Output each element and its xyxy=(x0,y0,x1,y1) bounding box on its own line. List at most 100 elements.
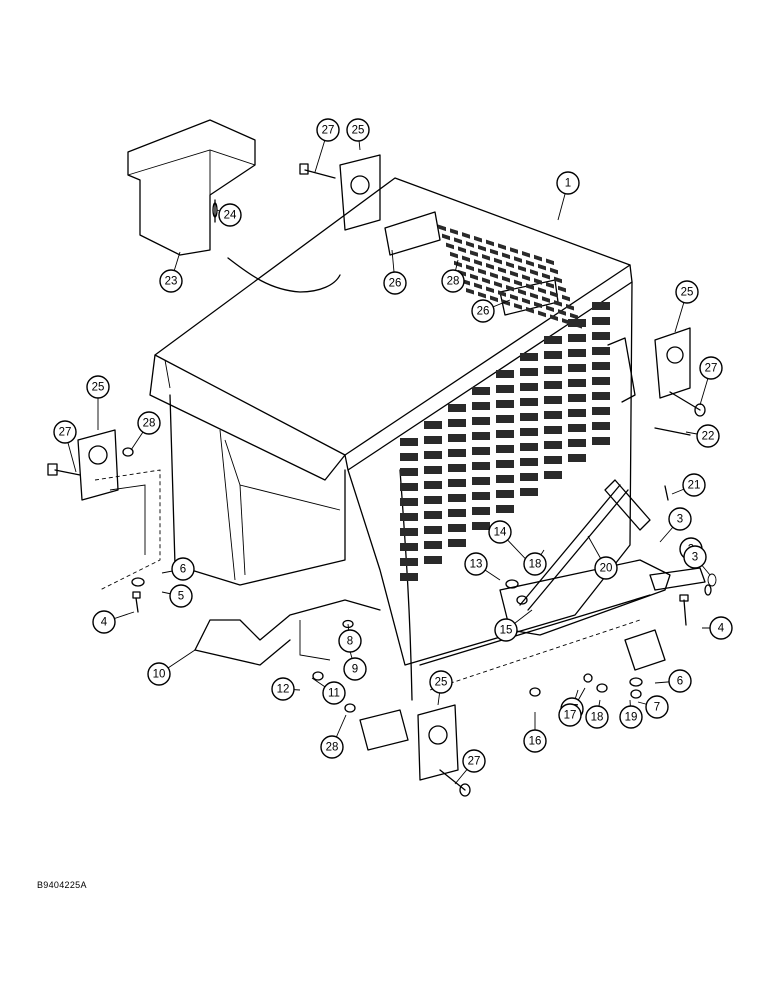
vent-slot xyxy=(466,241,474,248)
vent-slot xyxy=(510,294,518,301)
callout-label: 28 xyxy=(326,742,339,754)
vent-slot xyxy=(470,273,478,281)
callout-25: 25 xyxy=(346,118,370,142)
grille-slot xyxy=(448,494,466,502)
callout-label: 27 xyxy=(59,427,72,439)
vent-slot xyxy=(502,252,510,260)
vent-slot xyxy=(546,281,554,289)
vent-slot xyxy=(486,239,494,247)
callout-27: 27 xyxy=(699,356,723,380)
grille-slot xyxy=(472,522,490,530)
callout-label: 28 xyxy=(143,418,156,430)
callout-label: 26 xyxy=(477,306,490,318)
callout-label: 27 xyxy=(468,756,481,768)
callout-15: 15 xyxy=(494,618,518,642)
grille-slot xyxy=(496,505,514,513)
callout-label: 25 xyxy=(435,677,448,689)
grille-slot xyxy=(400,438,418,446)
vent-slot xyxy=(494,281,502,288)
callout-8: 8 xyxy=(338,629,362,653)
callout-label: 10 xyxy=(153,669,166,681)
grille-slot xyxy=(520,413,538,421)
grille-slot xyxy=(592,407,610,415)
bolt-27-bottom xyxy=(439,769,471,797)
callout-26: 26 xyxy=(383,271,407,295)
vent-slot xyxy=(478,291,486,299)
bolt-27-left xyxy=(47,463,81,476)
grille-slot xyxy=(400,468,418,476)
grille-slot xyxy=(400,558,418,566)
vent-slot xyxy=(446,242,454,250)
grille-slot xyxy=(424,511,442,519)
vent-slot xyxy=(534,254,542,262)
grille-slot xyxy=(448,404,466,412)
callout-label: 7 xyxy=(654,702,660,714)
callout-20: 20 xyxy=(594,556,618,580)
grille-slot xyxy=(472,507,490,515)
vent-slot xyxy=(554,300,562,307)
vent-slot xyxy=(530,269,538,276)
vent-slot xyxy=(506,284,514,292)
vent-slot xyxy=(502,275,510,283)
figure-code: B9404225A xyxy=(37,880,87,890)
grille-slot xyxy=(544,456,562,464)
grille-slot xyxy=(424,466,442,474)
grille-slot xyxy=(448,434,466,442)
pin-22 xyxy=(654,427,691,436)
grille-slot xyxy=(520,383,538,391)
bolt-27-right xyxy=(669,391,706,417)
grille-slot xyxy=(544,441,562,449)
grille-slot xyxy=(400,573,418,581)
callout-11: 11 xyxy=(322,681,346,705)
callout-3: 3 xyxy=(668,507,692,531)
vent-slot xyxy=(502,299,510,306)
vent-slot xyxy=(550,267,558,275)
grille-slot xyxy=(592,332,610,340)
grille-slot xyxy=(448,449,466,457)
grille-slot xyxy=(472,447,490,455)
vent-slot xyxy=(478,244,486,252)
grille-slot xyxy=(544,336,562,344)
vent-slot xyxy=(486,286,494,294)
grille-slot xyxy=(472,387,490,395)
callout-label: 13 xyxy=(470,559,483,571)
grille-slot xyxy=(400,483,418,491)
grille-slot xyxy=(472,402,490,410)
vent-slot xyxy=(530,292,538,300)
pin-2 xyxy=(649,567,717,591)
grille-slot xyxy=(448,464,466,472)
grille-slot xyxy=(520,428,538,436)
grille-slot xyxy=(424,526,442,534)
washer-nut-stack xyxy=(122,447,712,713)
grille-slot xyxy=(520,473,538,481)
grille-slot xyxy=(568,349,586,357)
callout-balloons: 1233445667891011121314151617171818192021… xyxy=(53,118,733,773)
vent-slot xyxy=(498,290,506,297)
vent-slot xyxy=(534,278,542,285)
callout-label: 14 xyxy=(494,527,507,539)
callout-label: 25 xyxy=(92,382,105,394)
vent-slot xyxy=(514,303,522,310)
callout-14: 14 xyxy=(488,520,512,544)
hinge-plate-right xyxy=(654,327,691,399)
vent-slot xyxy=(566,303,574,311)
callout-9: 9 xyxy=(343,657,367,681)
callout-label: 1 xyxy=(565,178,571,190)
vent-slot xyxy=(442,233,450,241)
vent-slot xyxy=(458,269,466,277)
grille-slot xyxy=(544,471,562,479)
grille-slot xyxy=(424,556,442,564)
grille-slot xyxy=(520,368,538,376)
grille-slot xyxy=(496,370,514,378)
vent-slot xyxy=(438,224,446,232)
callout-label: 17 xyxy=(564,710,577,722)
vent-slot xyxy=(506,261,514,269)
grille-slot xyxy=(496,430,514,438)
callout-label: 26 xyxy=(389,278,402,290)
grille-slot xyxy=(400,498,418,506)
callout-3: 3 xyxy=(683,545,707,569)
vent-slot xyxy=(510,270,518,278)
callout-25: 25 xyxy=(86,375,110,399)
top-vent-grille xyxy=(438,224,582,329)
vent-slot xyxy=(482,253,490,261)
